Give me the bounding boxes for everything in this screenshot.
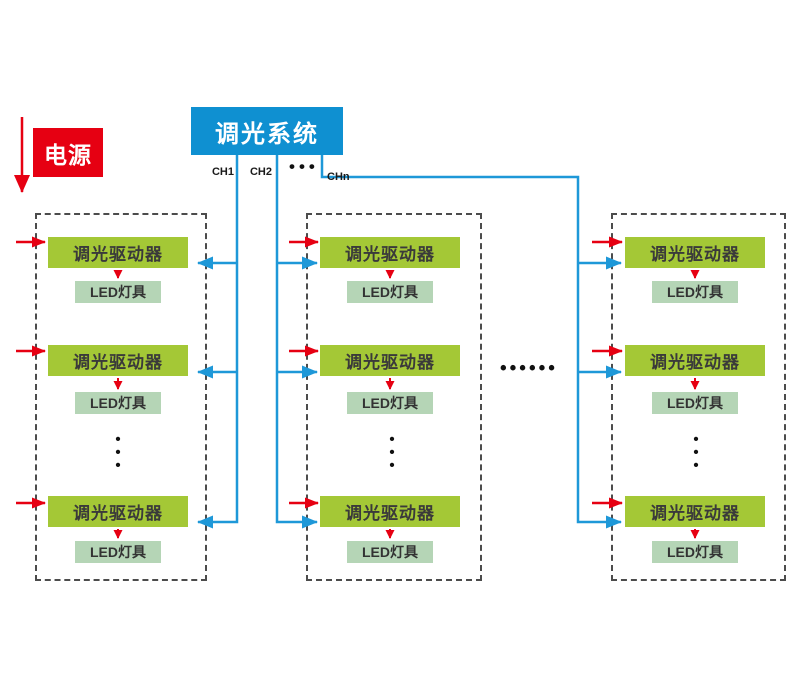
led-box: LED灯具	[652, 392, 738, 414]
group3-vertical-ellipsis-icon: • • •	[693, 431, 699, 474]
led-box: LED灯具	[75, 281, 161, 303]
group-box-1	[35, 213, 207, 581]
driver-box: 调光驱动器	[320, 237, 460, 268]
dimming-system-box: 调光系统	[191, 107, 343, 155]
driver-box: 调光驱动器	[48, 345, 188, 376]
driver-box: 调光驱动器	[625, 237, 765, 268]
group1-vertical-ellipsis-icon: • • •	[115, 431, 121, 474]
led-box: LED灯具	[347, 541, 433, 563]
group-box-3	[611, 213, 786, 581]
channel-ellipsis-icon: •••	[289, 157, 319, 176]
led-box: LED灯具	[347, 281, 433, 303]
driver-box: 调光驱动器	[320, 345, 460, 376]
group2-vertical-ellipsis-icon: • • •	[389, 431, 395, 474]
led-box: LED灯具	[75, 541, 161, 563]
led-box: LED灯具	[347, 392, 433, 414]
channel-label-ch2: CH2	[249, 166, 272, 178]
ch1-bus-line	[197, 155, 239, 529]
between-groups-ellipsis-icon: ••••••	[500, 358, 558, 379]
driver-box: 调光驱动器	[625, 496, 765, 527]
channel-label-ch1: CH1	[211, 166, 234, 178]
ch2-bus-line	[275, 155, 318, 529]
led-box: LED灯具	[652, 541, 738, 563]
led-box: LED灯具	[75, 392, 161, 414]
driver-box: 调光驱动器	[48, 237, 188, 268]
led-box: LED灯具	[652, 281, 738, 303]
power-box: 电源	[33, 128, 103, 177]
driver-box: 调光驱动器	[320, 496, 460, 527]
driver-box: 调光驱动器	[625, 345, 765, 376]
group-box-2	[306, 213, 482, 581]
chn-bus-line	[320, 155, 622, 529]
channel-label-chn: CHn	[327, 171, 350, 183]
driver-box: 调光驱动器	[48, 496, 188, 527]
